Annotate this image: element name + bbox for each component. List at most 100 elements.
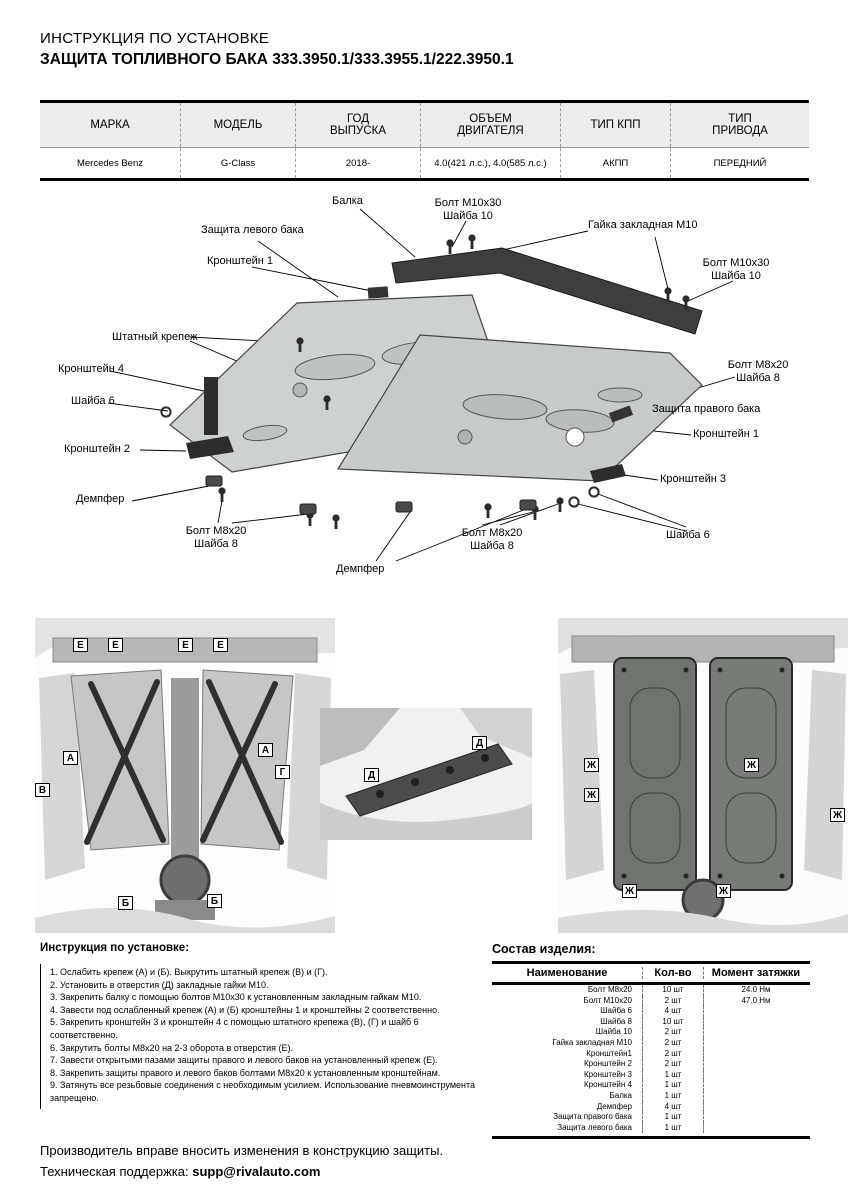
part-name: Болт М8х20 [587,985,632,994]
part-qty: 1 шт [642,1090,704,1102]
part-torque [704,1017,808,1028]
part-qty: 4 шт [642,1006,704,1017]
marker-A: А [258,743,273,757]
part-name: Кронштейн 4 [584,1080,632,1090]
marker-E: Е [178,638,193,652]
diagram-label-oem-fastener: Штатный крепеж [112,331,198,343]
photo-beam-detail-image [320,708,532,840]
part-qty: 2 шт [642,1059,704,1070]
photo-beam-detail: Д Д [320,708,532,840]
parts-header-qty: Кол-во [642,967,704,979]
part-torque [704,1027,808,1038]
parts-row: Балка 1 шт [492,1090,810,1102]
part-name: Шайба 10 [595,1027,632,1037]
bracket1-right-part [608,405,634,423]
parts-row: Кронштейн 2 2 шт [492,1059,810,1070]
diagram-label-bolt-m10x30-top: Болт М10х30 Шайба 10 [434,197,502,223]
diagram-label-damper-bottom: Демпфер [336,563,385,575]
marker-V: В [35,783,50,797]
marker-Zh: Ж [622,884,638,898]
bracket4-part [204,377,218,435]
part-torque [704,1080,808,1091]
part-torque: 24.0 Нм [741,985,771,994]
marker-A: А [63,751,78,765]
beam-part [391,247,703,335]
diagram-label-bolt-m8x20-right: Болт М8х20 Шайба 8 [727,359,789,385]
parts-row: Шайба 10 2 шт [492,1027,810,1038]
part-torque: 47.0 Нм [741,995,771,1005]
spec-value-year: 2018- [295,148,420,178]
part-name: Кронштейн 3 [584,1069,632,1079]
spec-value-model: G-Class [180,148,295,178]
diagram-label-left-shield: Защита левого бака [201,224,304,236]
part-torque [704,1049,808,1060]
marker-Zh: Ж [830,808,846,822]
spec-value-engine: 4.0(421 л.с.), 4.0(585 л.с.) [420,148,560,178]
spec-value-marka: Mercedes Benz [76,157,143,169]
parts-header-row: Наименование Кол-во Момент затяжки [492,964,810,985]
diagram-label-bracket3: Кронштейн 3 [660,473,726,485]
spec-header-gearbox: ТИП КПП [560,103,670,147]
diagram-label-washer6-left: Шайба 6 [71,395,115,407]
instruction-step: 3. Закрепить балку с помощью болтов М10х… [50,992,422,1003]
spec-header-row: МАРКА МОДЕЛЬ ГОД ВЫПУСКА ОБЪЕМ ДВИГАТЕЛЯ… [40,103,809,148]
instruction-step: 9. Затянуть все резьбовые соединения с н… [50,1080,476,1103]
instruction-step: 2. Установить в отверстия (Д) закладные … [50,979,269,990]
marker-Zh: Ж [584,788,600,802]
part-torque [704,1038,808,1049]
parts-row: Кронштейн 3 1 шт [492,1069,810,1081]
part-qty: 2 шт [642,1027,704,1038]
parts-row: Демпфер 4 шт [492,1101,810,1113]
part-name: Гайка закладная М10 [552,1037,632,1047]
diagram-label-damper-left: Демпфер [76,493,125,505]
marker-Zh: Ж [744,758,760,772]
diagram-label-bracket4: Кронштейн 4 [58,363,124,375]
parts-header-torque: Момент затяжки [711,967,801,979]
part-qty: 2 шт [642,1037,704,1049]
parts-row: Кронштейн1 2 шт [492,1048,810,1060]
spec-value-row: Mercedes Benz G-Class 2018- 4.0(421 л.с.… [40,148,809,178]
bracket1-left-part [367,286,389,299]
parts-title: Состав изделия: [492,942,596,956]
footer-support-email: supp@rivalauto.com [192,1164,321,1179]
part-qty: 10 шт [642,985,704,996]
instruction-step: 1. Ослабить крепеж (А) и (Б). Выкрутить … [50,967,328,977]
part-torque [704,1091,808,1102]
part-torque [704,1006,808,1017]
photo-underbody-before: Е Е Е Е А В А Г Б Б [35,618,335,933]
part-name: Балка [609,1090,633,1100]
part-torque [704,1059,808,1070]
part-name: Демпфер [596,1101,632,1111]
diagram-label-nut-m10: Гайка закладная М10 [588,219,698,231]
part-torque [704,1112,808,1123]
diagram-label-washer6-right: Шайба 6 [666,529,710,541]
marker-B: Б [207,894,222,908]
instruction-step: 4. Завести под ослабленный крепеж (А) и … [50,1004,440,1015]
parts-table: Наименование Кол-во Момент затяжки Болт … [492,961,810,1140]
marker-D: Д [472,736,487,750]
marker-B: Б [118,896,133,910]
diagram-label-right-shield: Защита правого бака [652,403,761,415]
part-qty: 1 шт [642,1122,704,1134]
parts-row: Гайка закладная М10 2 шт [492,1037,810,1049]
part-name: Кронштейн1 [586,1048,632,1058]
part-qty: 1 шт [642,1080,704,1091]
bracket2-part [186,436,234,459]
part-torque [704,1070,808,1081]
diagram-label-beam: Балка [332,195,363,207]
instructions-section: Инструкция по установке: 1. Ослабить кре… [40,942,487,1109]
part-name: Шайба 6 [600,1006,632,1016]
part-name: Кронштейн 2 [584,1059,632,1069]
photo-underbody-after-image [558,618,848,933]
title-block: ИНСТРУКЦИЯ ПО УСТАНОВКЕ ЗАЩИТА ТОПЛИВНОГ… [40,30,514,69]
document-title: ИНСТРУКЦИЯ ПО УСТАНОВКЕ [40,30,270,47]
marker-Zh: Ж [716,884,732,898]
marker-D: Д [364,768,379,782]
diagram-label-bolt-m8x20-bottom-center: Болт М8х20 Шайба 8 [461,527,523,553]
part-qty: 2 шт [642,1048,704,1060]
parts-header-name: Наименование [526,967,608,979]
marker-E: Е [108,638,123,652]
instruction-step: 6. Закрутить болты М8х20 на 2-3 оборота … [50,1042,293,1053]
spec-header-engine: ОБЪЕМ ДВИГАТЕЛЯ [420,103,560,147]
part-qty: 2 шт [642,995,704,1007]
